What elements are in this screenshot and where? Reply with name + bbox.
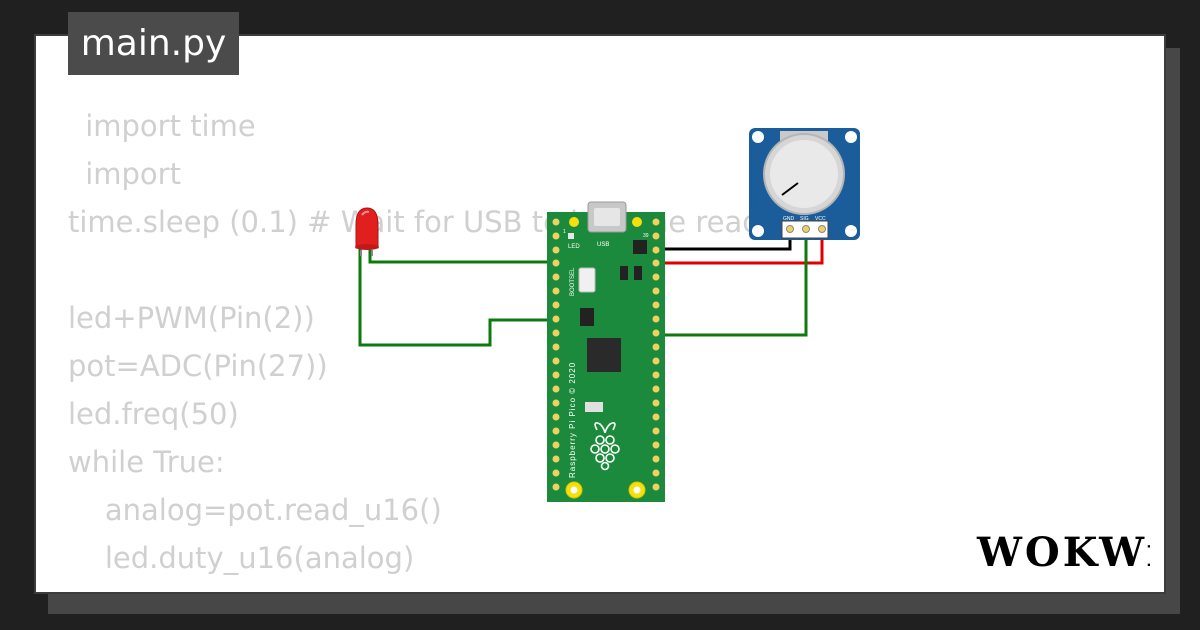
knob-indicator bbox=[781, 182, 799, 196]
bootsel-label: BOOTSEL bbox=[570, 267, 576, 296]
onboard-led bbox=[568, 233, 574, 239]
rp2040-chip bbox=[587, 338, 621, 372]
file-tab[interactable]: main.py bbox=[68, 12, 239, 75]
code-line: while True: bbox=[68, 445, 225, 479]
pot-gnd-label: GND bbox=[783, 216, 795, 222]
raspberry-logo-icon bbox=[590, 422, 620, 471]
code-line: led.duty_u16(analog) bbox=[68, 541, 415, 575]
right-pin-header bbox=[652, 218, 660, 491]
wire-signal[interactable] bbox=[655, 228, 808, 337]
usb-label: USB bbox=[597, 242, 609, 248]
wokwi-logo: WOKWi bbox=[976, 529, 1150, 576]
wokwi-logo-text: WOKWi bbox=[976, 529, 1150, 576]
potentiometer-module[interactable]: GND SIG VCC bbox=[749, 128, 860, 240]
pot-sig-label: SIG bbox=[800, 216, 809, 222]
left-pin-header bbox=[552, 218, 560, 491]
code-line: led.freq(50) bbox=[68, 397, 239, 431]
board-label: Raspberry Pi Pico © 2020 bbox=[568, 362, 577, 478]
wire-led-anode[interactable] bbox=[368, 248, 556, 264]
pin-39-label: 39 bbox=[643, 233, 649, 239]
bootsel-button[interactable] bbox=[578, 267, 596, 293]
pin-1-label: 1 bbox=[563, 229, 566, 235]
pot-vcc-label: VCC bbox=[815, 216, 826, 222]
red-led[interactable] bbox=[355, 207, 379, 256]
wire-led-cathode[interactable] bbox=[358, 248, 556, 347]
code-line: led+PWM(Pin(2)) bbox=[68, 301, 315, 335]
code-line: import bbox=[76, 157, 181, 191]
led-label: LED bbox=[568, 244, 580, 250]
code-line: analog=pot.read_u16() bbox=[68, 493, 442, 527]
raspberry-pi-pico-board[interactable]: LED USB 1 39 BOOTSEL Raspberry Pi Pico ©… bbox=[547, 201, 665, 502]
code-line: import time bbox=[76, 109, 256, 143]
code-line: pot=ADC(Pin(27)) bbox=[68, 349, 328, 383]
